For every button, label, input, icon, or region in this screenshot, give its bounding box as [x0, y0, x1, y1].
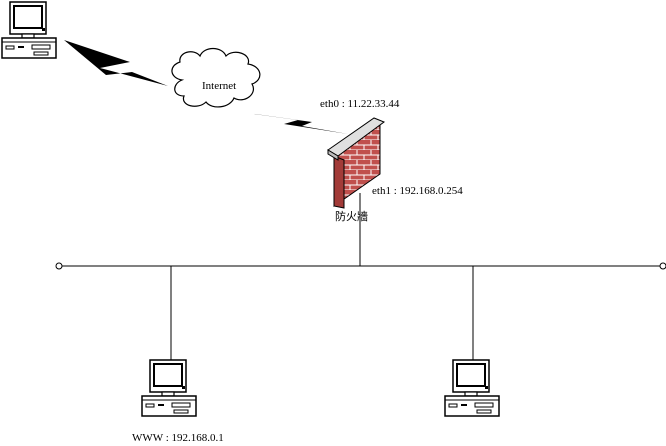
firewall-label: 防火牆	[335, 211, 368, 223]
wan-link-lightning-icon	[64, 40, 168, 86]
internet-cloud-icon	[171, 47, 261, 108]
eth1-label: eth1 : 192.168.0.254	[372, 185, 463, 197]
www-server-label: WWW : 192.168.0.1	[132, 432, 224, 444]
remote-host-computer-icon	[1, 1, 57, 59]
lan-bus	[55, 262, 666, 270]
www-server-computer-icon	[141, 359, 197, 417]
wan-link-lightning-icon-2	[240, 112, 348, 134]
eth0-label: eth0 : 11.22.33.44	[320, 98, 400, 110]
internet-cloud-label: Internet	[202, 80, 237, 92]
lan-client-computer-icon	[444, 359, 500, 417]
firewall-icon	[327, 117, 386, 209]
